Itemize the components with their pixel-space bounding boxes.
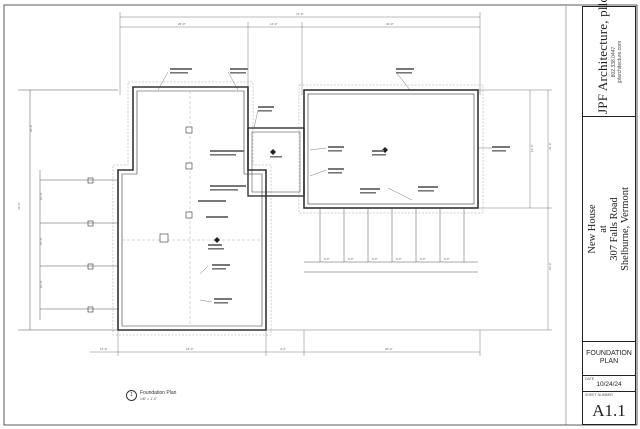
- svg-text:32'-0": 32'-0": [386, 22, 394, 26]
- left-deck-lines: [18, 89, 118, 331]
- title-block-project: New House at 307 Falls Road Shelburne, V…: [583, 117, 635, 342]
- firm-web: jpfarchitecture.com: [617, 40, 623, 83]
- svg-text:20'-0": 20'-0": [385, 347, 393, 351]
- hidden-lines: [122, 91, 262, 326]
- project-line-3: 307 Falls Road: [609, 197, 620, 261]
- sheet-date: 10/24/24: [596, 381, 622, 388]
- svg-text:10'-0": 10'-0": [39, 192, 43, 200]
- title-block-date: DATE 10/24/24: [583, 376, 635, 392]
- svg-text:14'-6": 14'-6": [100, 347, 108, 351]
- top-dimension-lines: [119, 12, 481, 95]
- view-number-bubble: 1: [126, 390, 137, 401]
- left-foundation-wall: [112, 81, 272, 336]
- title-block-sheet-title: FOUNDATION PLAN: [583, 342, 635, 376]
- svg-text:6'-0": 6'-0": [420, 257, 426, 261]
- right-dimension-text: 24'-0" 14'-0" 10'-0": [530, 142, 552, 270]
- firm-name: JPF Architecture, pllc: [595, 0, 610, 114]
- leader-notes: [157, 71, 492, 303]
- svg-text:14'-0": 14'-0": [530, 144, 534, 152]
- right-deck-posts: [304, 208, 478, 273]
- title-block-firm: JPF Architecture, pllc 802.338.0447 jpfa…: [583, 0, 635, 117]
- bottom-dimension-text: 14'-6" 16'-0" 4'-0" 20'-0": [100, 347, 393, 351]
- note-text-blocks: [170, 68, 510, 304]
- project-line-2: at: [598, 225, 609, 233]
- bottom-dimension-lines: [90, 330, 481, 356]
- pier-footings: [87, 126, 193, 313]
- svg-text:6'-0": 6'-0": [372, 257, 378, 261]
- svg-text:10'-0": 10'-0": [39, 237, 43, 245]
- sheet-number-label: SHEET NUMBER: [585, 393, 613, 397]
- title-block: JPF Architecture, pllc 802.338.0447 jpfa…: [582, 0, 636, 425]
- svg-text:4'-0": 4'-0": [280, 347, 286, 351]
- view-title: Foundation Plan: [140, 390, 177, 396]
- sheet-number: A1.1: [592, 401, 626, 420]
- svg-text:6'-0": 6'-0": [444, 257, 450, 261]
- project-line-4: Shelburne, Vermont: [620, 187, 631, 271]
- title-block-sheet-number: SHEET NUMBER A1.1: [583, 392, 635, 424]
- svg-text:24'-0": 24'-0": [548, 142, 552, 150]
- svg-text:16'-0": 16'-0": [186, 347, 194, 351]
- sheet-border: [3, 4, 638, 426]
- svg-text:6'-0": 6'-0": [348, 257, 354, 261]
- svg-text:10'-0": 10'-0": [548, 262, 552, 270]
- right-foundation-wall: [298, 84, 484, 214]
- svg-text:26'-0": 26'-0": [178, 22, 186, 26]
- right-deck-dim-text: 6'-0" 6'-0" 6'-0" 6'-0" 6'-0" 6'-0": [324, 257, 450, 261]
- svg-text:71'-0": 71'-0": [296, 12, 304, 16]
- svg-text:6'-0": 6'-0": [396, 257, 402, 261]
- sheet-title-line-2: PLAN: [599, 358, 619, 365]
- svg-text:31'-0": 31'-0": [17, 202, 21, 210]
- svg-text:20'-0": 20'-0": [29, 124, 33, 132]
- view-scale: 1/8" = 1'-0": [140, 397, 158, 401]
- slab-symbols: [214, 147, 388, 243]
- svg-text:12'-0": 12'-0": [270, 22, 278, 26]
- svg-text:6'-0": 6'-0": [324, 257, 330, 261]
- svg-text:10'-0": 10'-0": [39, 280, 43, 288]
- project-line-1: New House: [587, 204, 598, 254]
- center-foundation-wall: [247, 127, 305, 197]
- date-label: DATE: [585, 377, 595, 381]
- top-dimension-text: 71'-0" 26'-0" 12'-0" 32'-0": [178, 12, 394, 26]
- right-dimension-lines: [266, 89, 552, 331]
- left-dimension-text: 31'-0" 20'-0" 10'-0" 10'-0" 10'-0": [17, 124, 43, 288]
- sheet-title-line-1: FOUNDATION: [586, 350, 632, 357]
